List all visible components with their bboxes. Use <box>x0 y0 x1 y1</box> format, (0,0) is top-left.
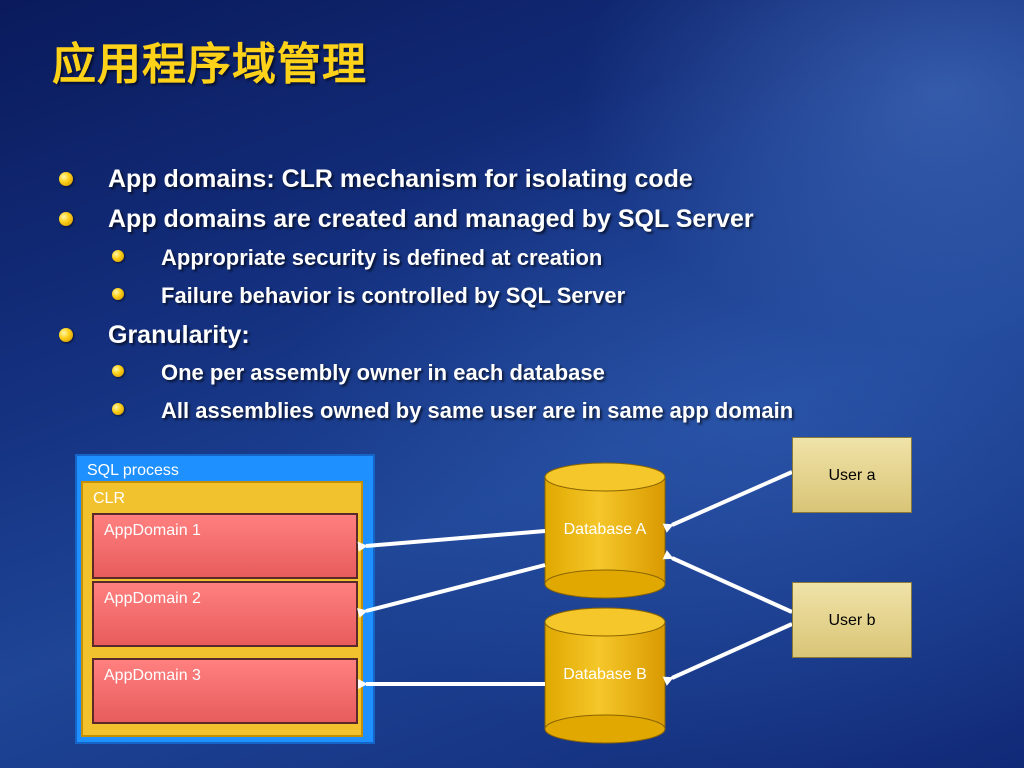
appdomain-label: AppDomain 2 <box>104 590 201 607</box>
database-b-cylinder <box>544 607 666 744</box>
bullet-text: All assemblies owned by same user are in… <box>161 398 794 423</box>
arrow-user-a-to-db-a <box>662 470 793 533</box>
database-a-label: Database A <box>563 521 647 538</box>
appdomain-label: AppDomain 1 <box>104 522 201 539</box>
database-a-cylinder <box>544 462 666 599</box>
bullet-dot-icon <box>112 250 124 262</box>
slide-title: 应用程序域管理 <box>52 39 367 90</box>
arrow-db-a-to-appdomain-1 <box>357 529 546 552</box>
bullet-dot-icon <box>59 172 73 186</box>
sub-bullet-item: Failure behavior is controlled by SQL Se… <box>112 283 626 309</box>
bullet-item: App domains are created and managed by S… <box>59 205 754 234</box>
bullet-text: App domains are created and managed by S… <box>108 205 754 233</box>
appdomain-box: AppDomain 3 <box>92 658 358 724</box>
bullet-dot-icon <box>112 403 124 415</box>
appdomain-box: AppDomain 2 <box>92 581 358 647</box>
user-a-box: User a <box>792 437 912 513</box>
database-b-label: Database B <box>563 666 647 683</box>
bullet-text: Granularity: <box>108 321 250 349</box>
bullet-item: App domains: CLR mechanism for isolating… <box>59 165 693 194</box>
bullet-item: Granularity: <box>59 321 250 350</box>
sub-bullet-item: One per assembly owner in each database <box>112 360 605 386</box>
sub-bullet-item: Appropriate security is defined at creat… <box>112 245 603 271</box>
sub-bullet-item: All assemblies owned by same user are in… <box>112 398 794 424</box>
bullet-text: Failure behavior is controlled by SQL Se… <box>161 283 626 308</box>
user-b-box: User b <box>792 582 912 658</box>
bullet-dot-icon <box>59 328 73 342</box>
appdomain-label: AppDomain 3 <box>104 667 201 684</box>
sql-process-label: SQL process <box>87 462 179 479</box>
bullet-text: Appropriate security is defined at creat… <box>161 245 603 270</box>
bullet-text: App domains: CLR mechanism for isolating… <box>108 165 693 193</box>
arrow-user-b-to-db-a <box>662 550 793 614</box>
user-b-label: User b <box>828 612 876 629</box>
bullet-dot-icon <box>59 212 73 226</box>
appdomain-box: AppDomain 1 <box>92 513 358 579</box>
arrow-db-a-to-appdomain-2 <box>357 563 546 618</box>
arrow-user-b-to-db-b <box>662 622 793 686</box>
bullet-dot-icon <box>112 365 124 377</box>
user-a-label: User a <box>828 467 876 484</box>
clr-label: CLR <box>93 490 126 507</box>
bullet-dot-icon <box>112 288 124 300</box>
bullet-text: One per assembly owner in each database <box>161 360 605 385</box>
